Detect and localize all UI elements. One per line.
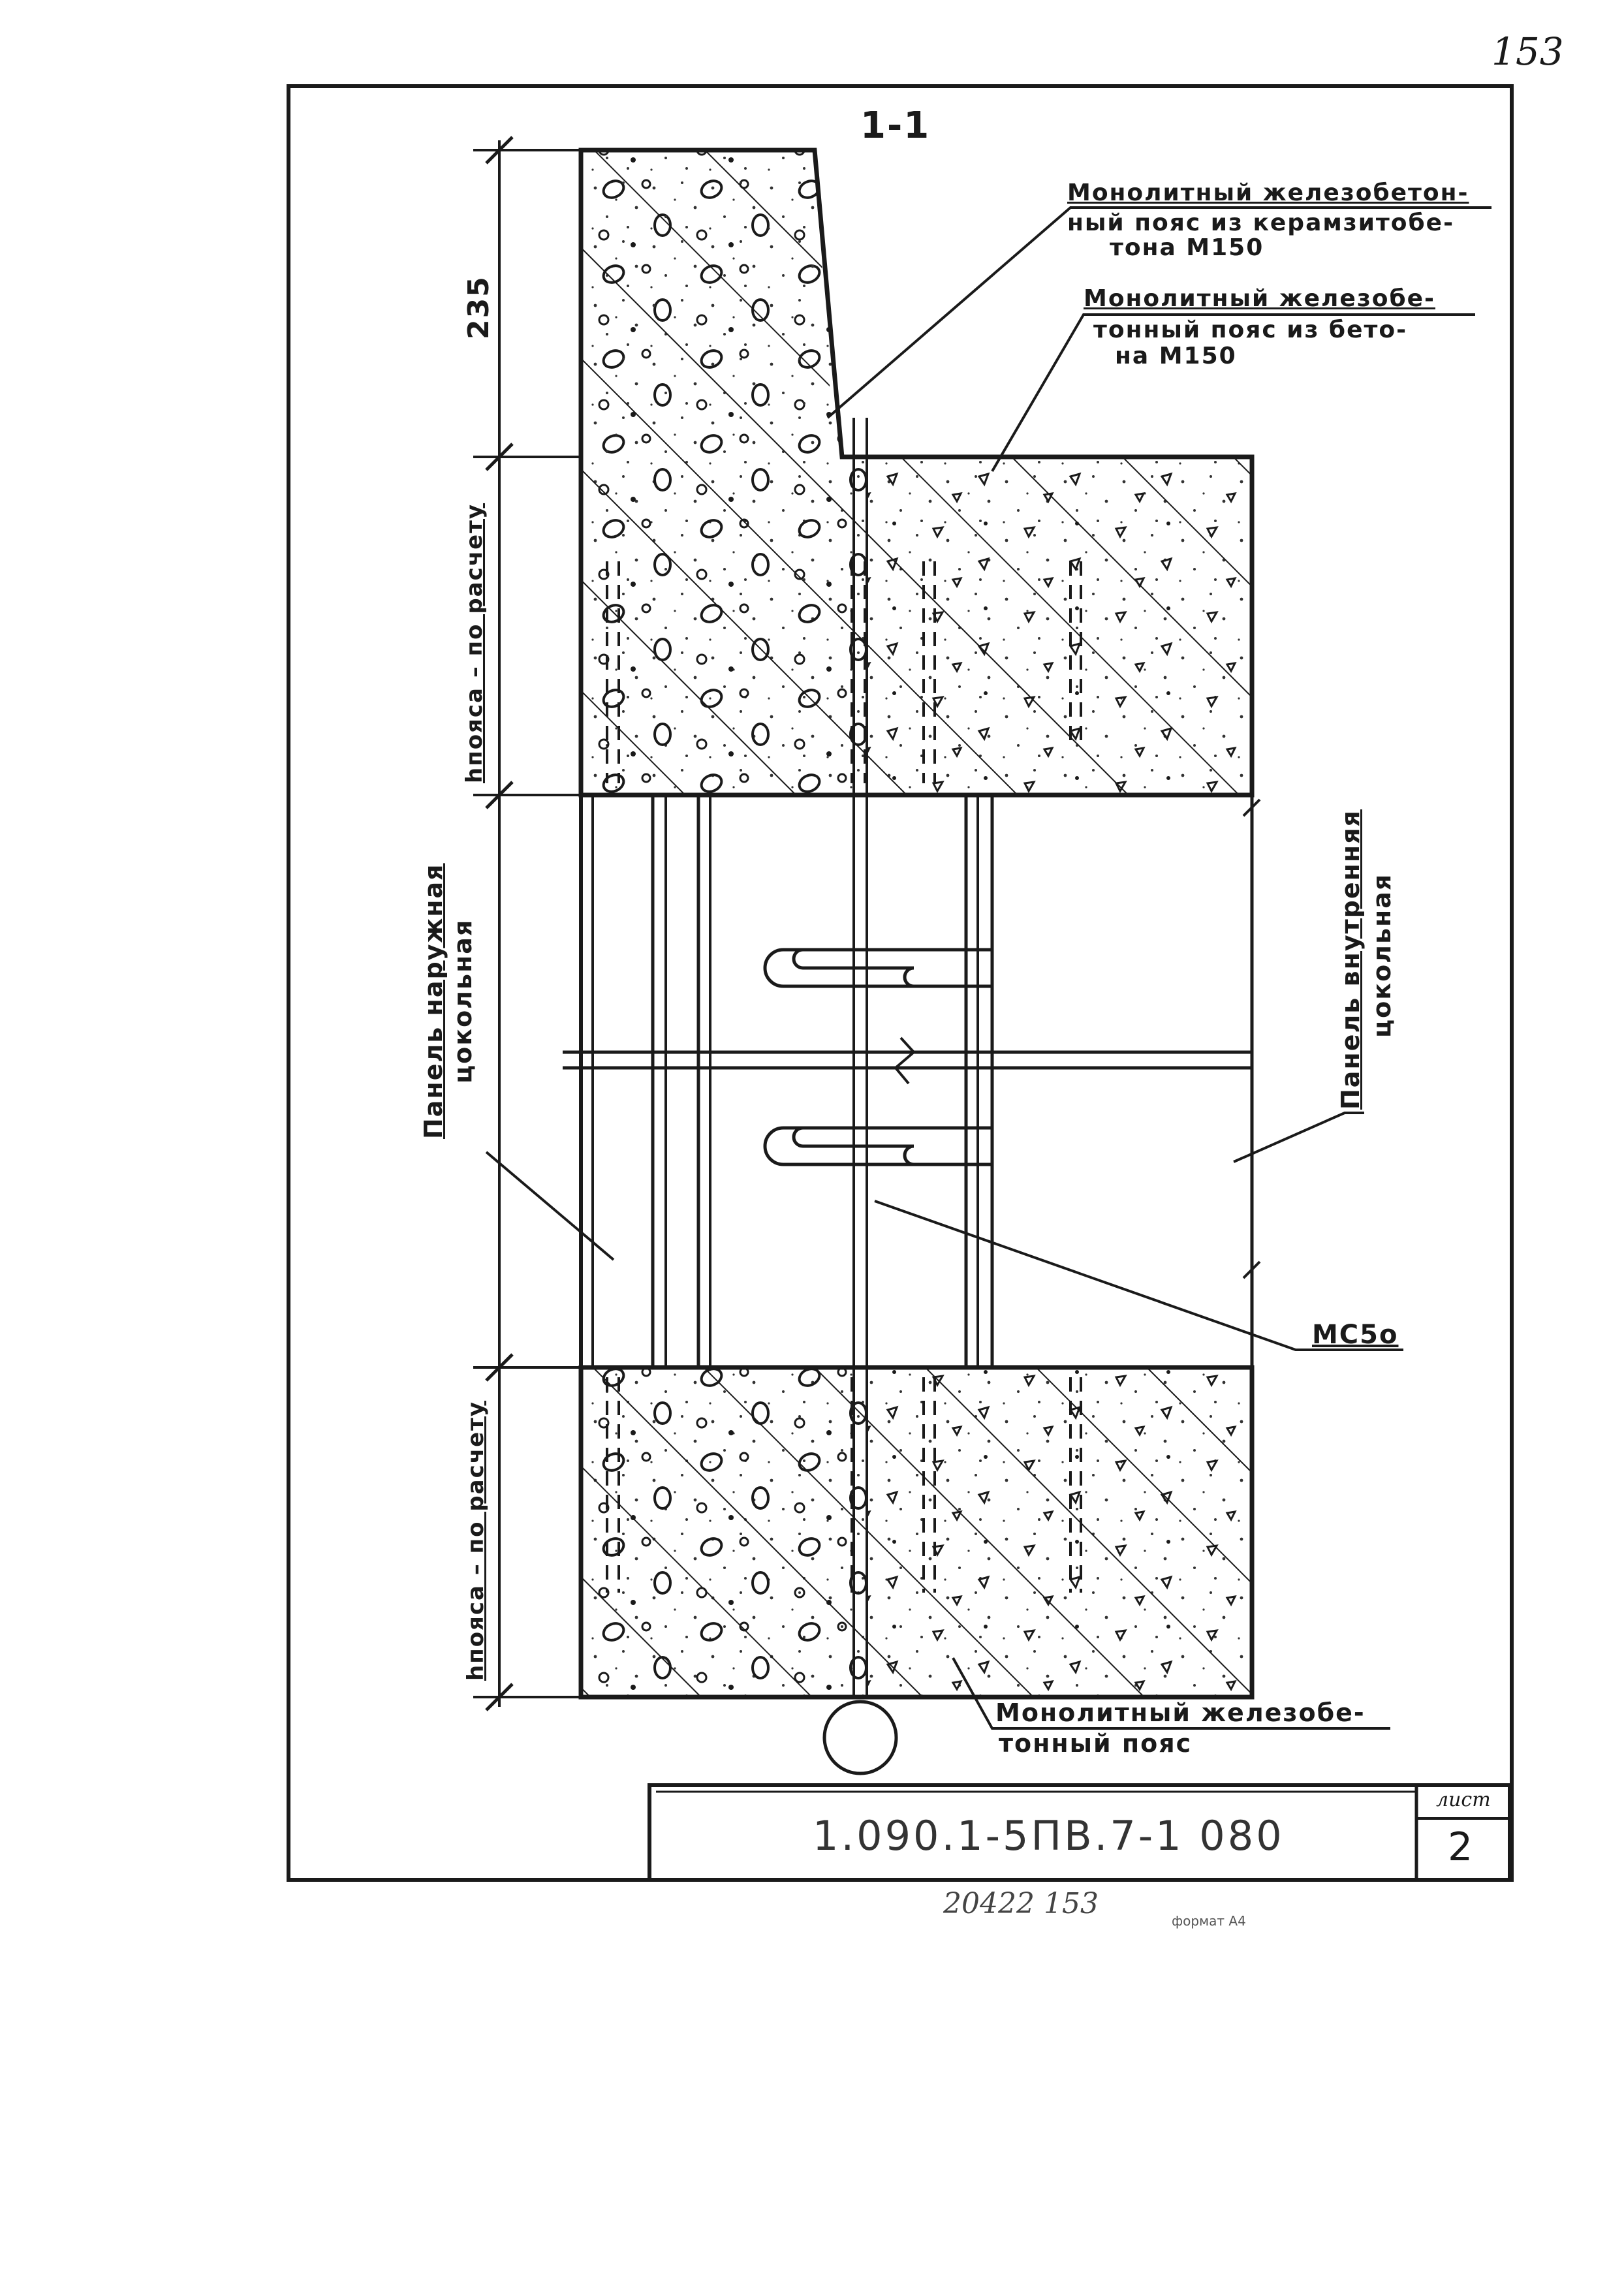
- title-block-sheet-number: 2: [1448, 1824, 1473, 1870]
- inner-panel-label-line2: цокольная: [1367, 873, 1396, 1038]
- format-label: формат А4: [1172, 1913, 1246, 1929]
- title-block-frame: [648, 1783, 1512, 1882]
- lower-belt-rebars: [606, 1377, 1082, 1593]
- hook-loops: [763, 948, 992, 1166]
- title-block-code: 1.090.1-5ПВ.7-1 080: [813, 1812, 1285, 1860]
- title-block-sheet-label: лист: [1436, 1788, 1491, 1811]
- callout-concrete-line3: на М150: [1115, 343, 1237, 369]
- callout-bottom-belt-line1: Монолитный железобе-: [995, 1698, 1366, 1727]
- dimension-lower-belt-label: hпояса – по расчету: [463, 1400, 489, 1681]
- dimension-top-label: 235: [462, 275, 495, 339]
- dimension-lines: [473, 136, 581, 1711]
- callout-keramzit-line3: тона М150: [1110, 234, 1264, 261]
- axis-marker: [822, 1700, 898, 1775]
- leader-lines: [485, 206, 1491, 1730]
- callout-bottom-belt-line2: тонный пояс: [999, 1729, 1193, 1758]
- section-mark: 1-1: [860, 104, 931, 147]
- callout-concrete-line1: Монолитный железобе-: [1084, 285, 1435, 312]
- inner-panel-label-line1: Панель внутренняя: [1336, 809, 1365, 1110]
- upper-belt-rebars: [606, 561, 1082, 783]
- lower-belt: [578, 1365, 1255, 1700]
- page-number: 153: [1491, 29, 1564, 74]
- upper-belt-outline: [578, 148, 1255, 798]
- callout-concrete-line2: тонный пояс из бето-: [1093, 317, 1408, 343]
- callout-keramzit-line2: ный пояс из керамзитобе-: [1067, 210, 1455, 236]
- mc-label: МС5о: [1312, 1320, 1399, 1350]
- callout-keramzit-line1: Монолитный железобетон-: [1067, 179, 1469, 206]
- dimension-upper-belt-label: hпояса – по расчету: [461, 503, 488, 783]
- outer-panel-label-line2: цокольная: [448, 918, 477, 1084]
- archive-number: 20422 153: [943, 1887, 1099, 1920]
- outer-panel-label-line1: Панель наружная: [419, 863, 448, 1139]
